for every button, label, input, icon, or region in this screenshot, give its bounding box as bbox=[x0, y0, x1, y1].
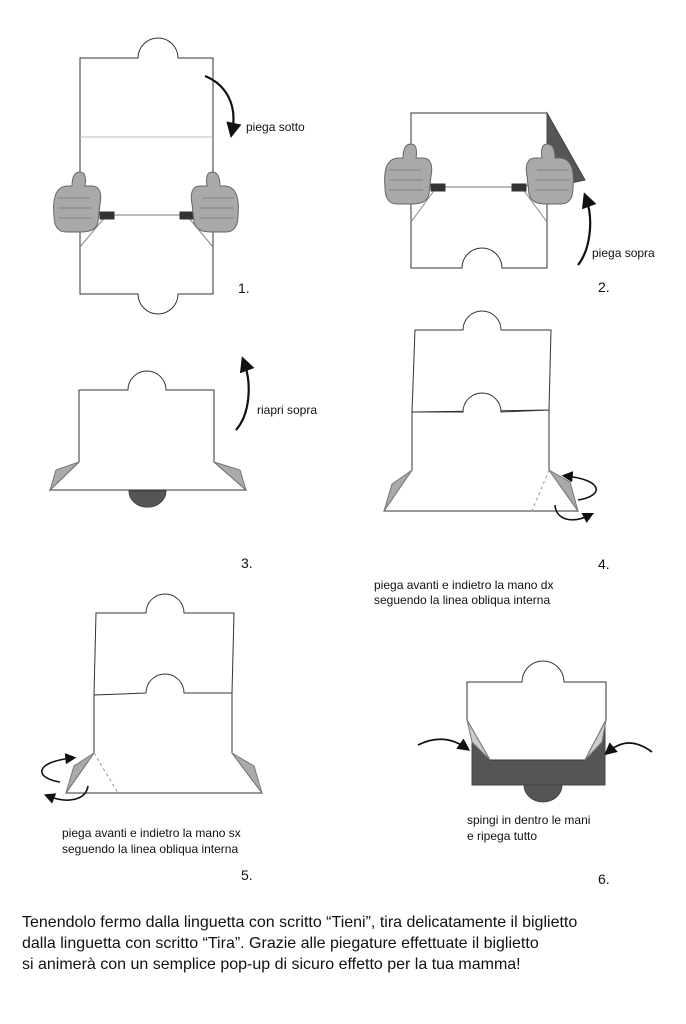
curved-arrow-icon bbox=[235, 356, 255, 431]
footer-paragraph: Tenendolo fermo dalla linguetta con scri… bbox=[22, 912, 672, 975]
step-1-number: 1. bbox=[238, 280, 250, 296]
step-4-caption-line-2: seguendo la linea obliqua interna bbox=[374, 593, 551, 607]
step-3-figure bbox=[48, 370, 248, 508]
step-5-figure bbox=[65, 593, 263, 794]
curved-arrow-icon bbox=[561, 471, 598, 501]
curved-arrow-icon bbox=[204, 74, 242, 139]
step-2-caption: piega sopra bbox=[592, 246, 655, 260]
step-1-caption: piega sotto bbox=[246, 120, 305, 134]
footer-line-3: si animerà con un semplice pop-up di sic… bbox=[22, 956, 521, 973]
curved-arrow-icon bbox=[417, 738, 471, 751]
step-3-caption: riapri sopra bbox=[257, 403, 318, 417]
curved-arrow-icon bbox=[577, 192, 597, 266]
step-3-number: 3. bbox=[241, 555, 253, 571]
step-6-caption-line-2: e ripega tutto bbox=[467, 829, 538, 843]
step-6-figure bbox=[466, 660, 607, 803]
step-1-figure bbox=[53, 37, 239, 315]
step-5-caption-line-2: seguendo la linea obliqua interna bbox=[62, 842, 239, 856]
curved-arrow-icon bbox=[40, 753, 77, 783]
step-6-number: 6. bbox=[598, 871, 610, 887]
curved-arrow-icon bbox=[43, 785, 89, 804]
curved-arrow-icon bbox=[554, 504, 595, 524]
step-4-caption-line-1: piega avanti e indietro la mano dx bbox=[374, 578, 554, 592]
step-2-figure bbox=[384, 111, 586, 269]
step-5-caption-line-1: piega avanti e indietro la mano sx bbox=[62, 826, 241, 840]
step-2-number: 2. bbox=[598, 279, 610, 295]
step-4-figure bbox=[383, 310, 579, 512]
step-5-number: 5. bbox=[241, 867, 253, 883]
footer-line-2: dalla linguetta con scritto “Tira”. Graz… bbox=[22, 935, 539, 952]
footer-line-1: Tenendolo fermo dalla linguetta con scri… bbox=[22, 914, 578, 931]
curved-arrow-icon bbox=[604, 742, 653, 756]
step-6-caption-line-1: spingi in dentro le mani bbox=[467, 813, 591, 827]
step-4-number: 4. bbox=[598, 556, 610, 572]
